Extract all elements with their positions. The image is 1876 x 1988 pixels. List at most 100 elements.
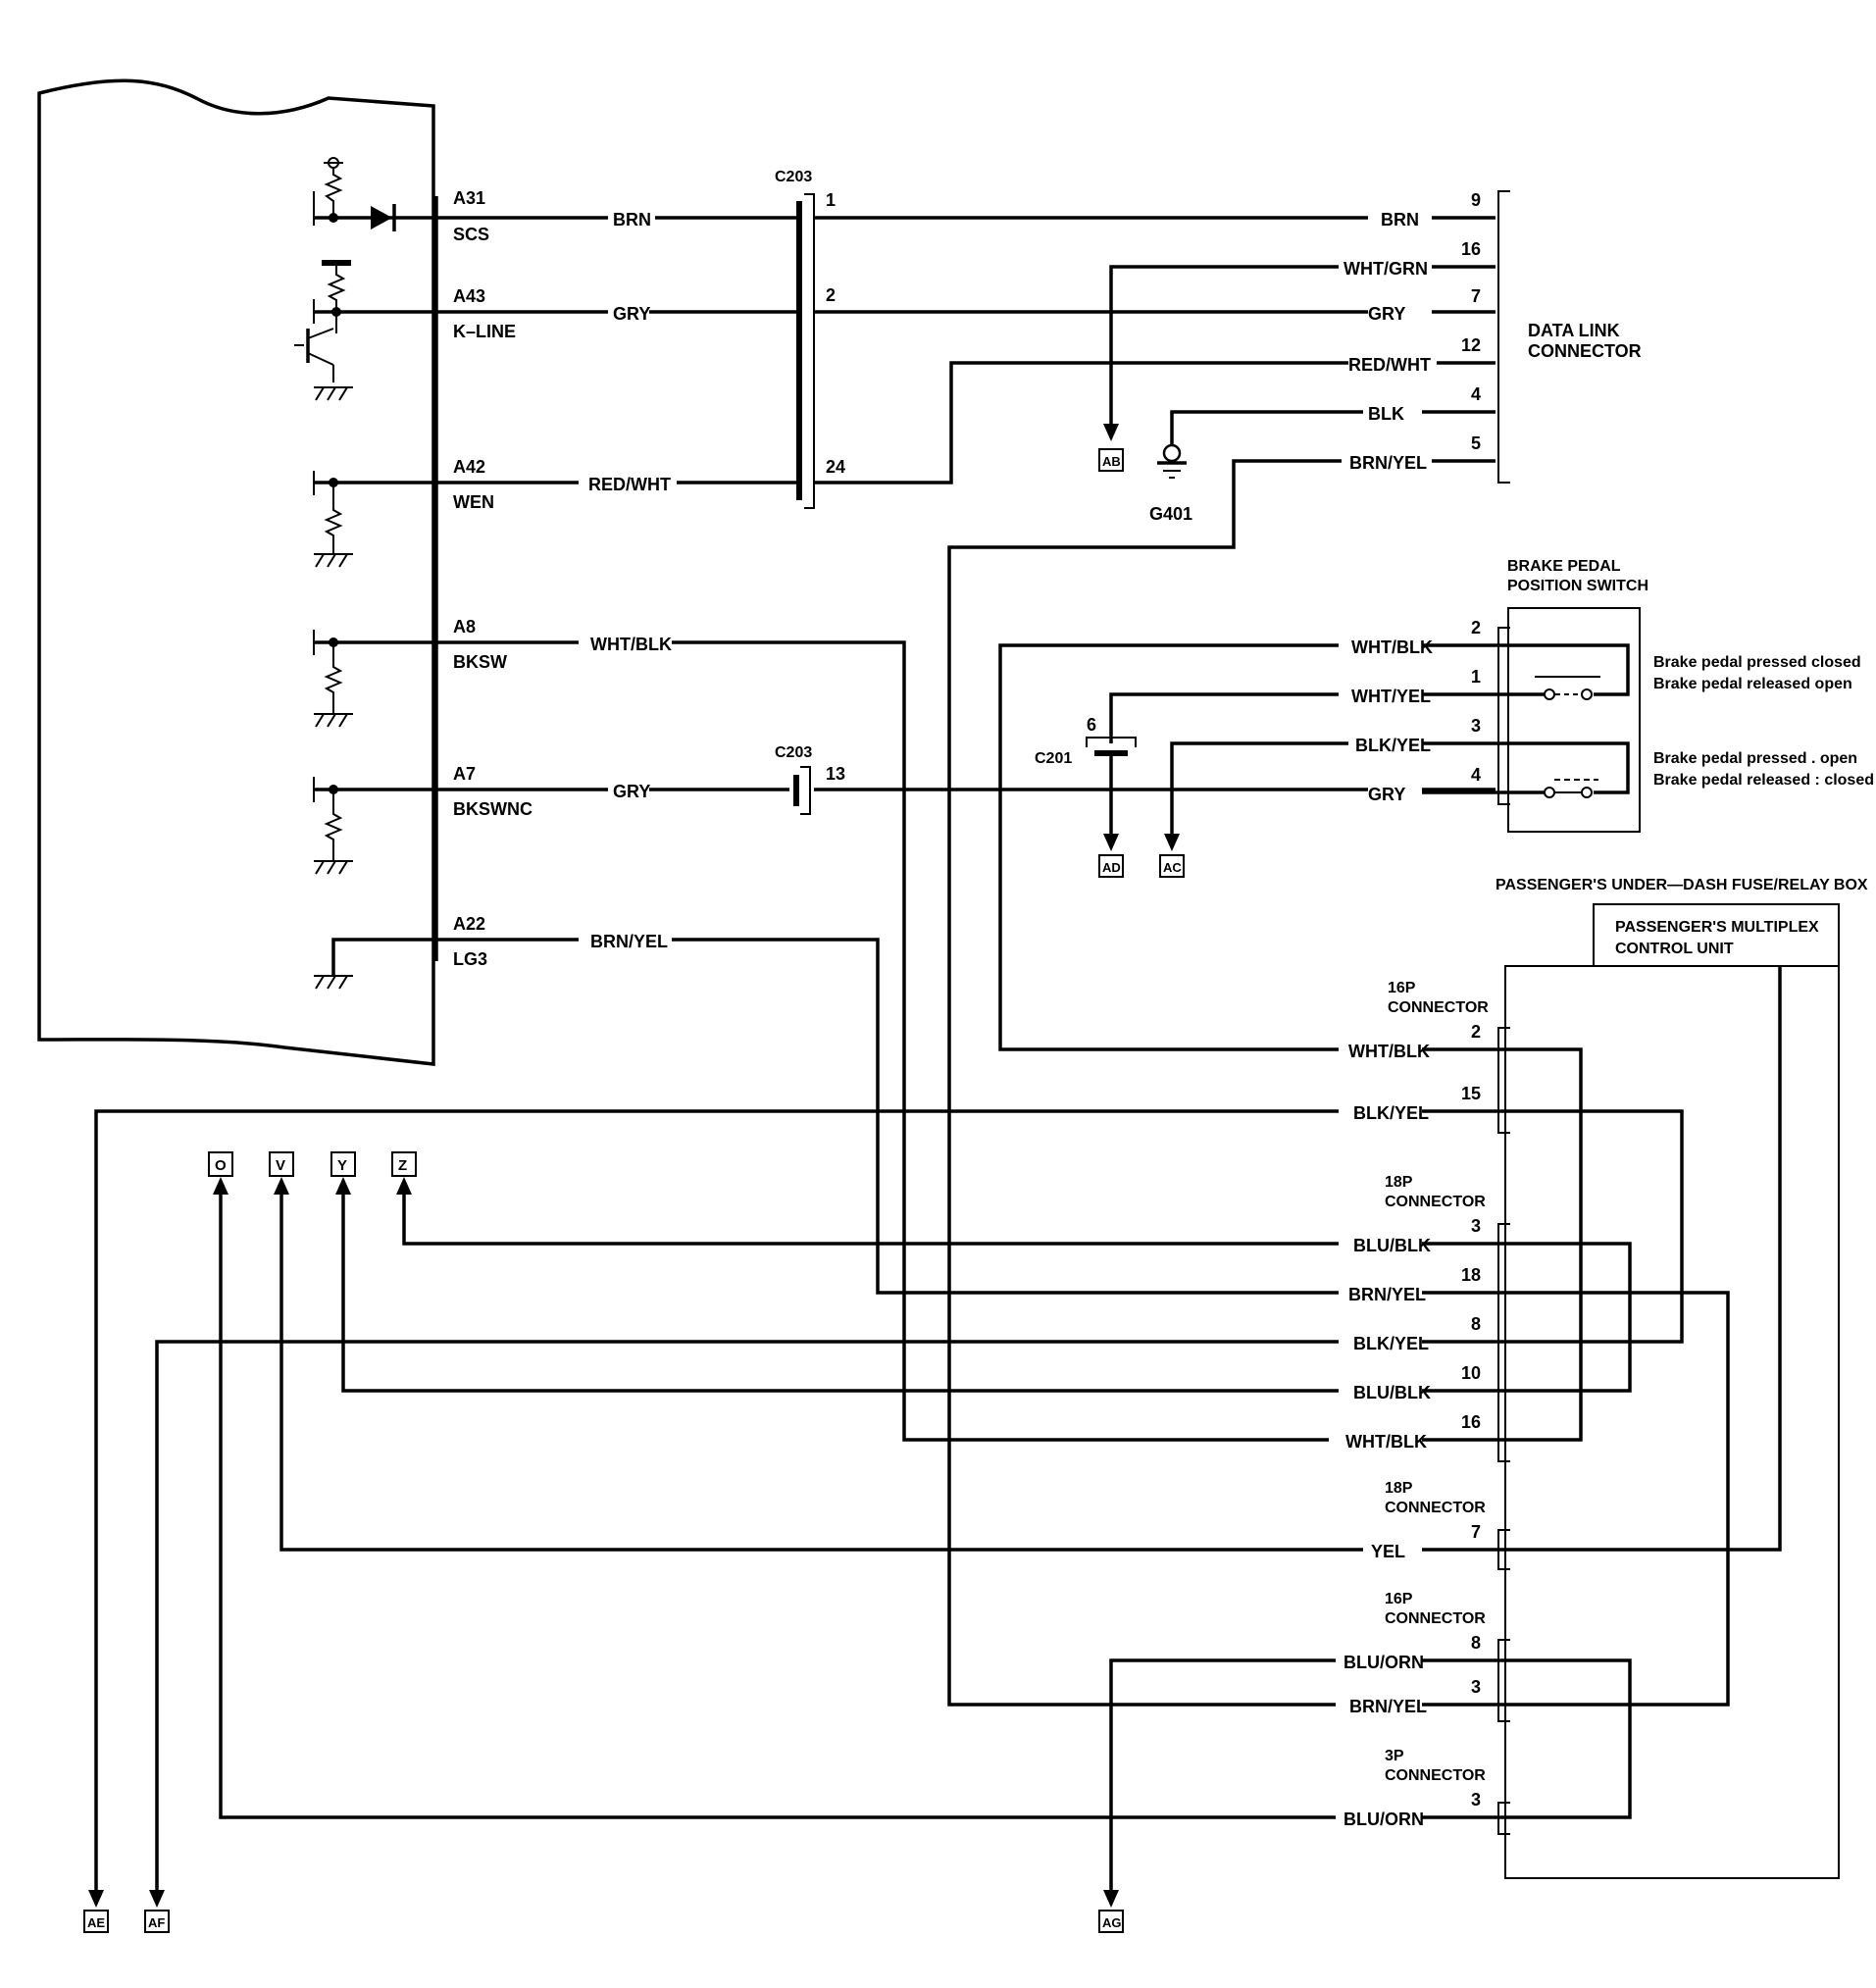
pin-number: 12 — [1461, 335, 1481, 355]
connector-c203-2: C203 13 — [775, 744, 845, 815]
pin-number: 24 — [826, 457, 845, 477]
pin-number: 1 — [1471, 667, 1481, 687]
ecm-pin-name: BKSWNC — [453, 799, 532, 819]
wire-color-label: WHT/BLK — [590, 635, 672, 654]
wire-color-label: BRN/YEL — [1349, 453, 1427, 473]
wire-color-label: BLK — [1368, 404, 1404, 424]
ref-box-o: O — [208, 1151, 233, 1177]
connector-id: C201 — [1035, 750, 1072, 767]
reference-boxes: AB AD AC O V Y Z AE AF AG — [83, 448, 1185, 1933]
pin-number: 18 — [1461, 1265, 1481, 1285]
pin-number: 6 — [1087, 715, 1096, 735]
svg-text:AD: AD — [1102, 860, 1121, 875]
pin-number: 2 — [826, 285, 836, 305]
connector-label: 18P — [1385, 1480, 1413, 1497]
wire-color-label: BLK/YEL — [1353, 1334, 1429, 1353]
ground-symbol — [314, 386, 353, 401]
wire-color-label: RED/WHT — [1348, 355, 1431, 375]
connector-label: CONNECTOR — [1385, 1767, 1486, 1784]
ecm-pin-name: SCS — [453, 225, 489, 244]
pin-number: 8 — [1471, 1314, 1481, 1334]
bpps-title: BRAKE PEDAL — [1507, 558, 1621, 575]
pin-number: 9 — [1471, 190, 1481, 210]
svg-text:Y: Y — [337, 1157, 347, 1174]
wire-color-label: BLK/YEL — [1355, 736, 1431, 755]
wire-color-label: BRN/YEL — [590, 932, 668, 951]
switch-note: Brake pedal released open — [1653, 676, 1852, 692]
ref-box-v: V — [269, 1151, 294, 1177]
wire-color-label: WHT/BLK — [1345, 1432, 1427, 1452]
fuse-box-title: PASSENGER'S UNDER—DASH FUSE/RELAY BOX — [1496, 877, 1868, 893]
pin-number: 16 — [1461, 1412, 1481, 1432]
wire-color-label: BRN/YEL — [1349, 1697, 1427, 1716]
ecm-pin: A31 — [453, 188, 485, 208]
svg-text:Z: Z — [398, 1157, 407, 1174]
connector-label: CONNECTOR — [1385, 1610, 1486, 1627]
wire-color-label: BRN — [1381, 210, 1419, 229]
bpps-title: POSITION SWITCH — [1507, 578, 1648, 594]
pin-number: 10 — [1461, 1363, 1481, 1383]
ecm-pin: A42 — [453, 457, 485, 477]
mcu-title: PASSENGER'S MULTIPLEX — [1615, 919, 1819, 936]
wire-color-label: BLU/ORN — [1344, 1653, 1424, 1672]
ref-box-ab: AB — [1098, 448, 1124, 472]
connector-id: C203 — [775, 169, 812, 185]
svg-text:AF: AF — [148, 1915, 165, 1930]
wire-color-label: GRY — [1368, 785, 1405, 804]
wire-color-label: GRY — [613, 782, 650, 801]
pin-number: 4 — [1471, 765, 1481, 785]
connector-label: 18P — [1385, 1174, 1413, 1191]
pin-number: 2 — [1471, 1022, 1481, 1042]
ground-label: G401 — [1149, 504, 1192, 524]
ground-symbol — [314, 860, 353, 875]
ref-box-ag: AG — [1098, 1910, 1124, 1933]
ref-box-y: Y — [330, 1151, 356, 1177]
pin-number: 5 — [1471, 433, 1481, 453]
pin-number: 3 — [1471, 1216, 1481, 1236]
mcu-connector-labels: 16P CONNECTOR WHT/BLK 2 BLK/YEL 15 18P C… — [1344, 980, 1489, 1829]
ref-box-af: AF — [144, 1910, 170, 1933]
connector-label: CONNECTOR — [1385, 1194, 1486, 1210]
wire-color-label: GRY — [613, 304, 650, 324]
ecm-internal-circuits — [294, 157, 436, 990]
pin-number: 15 — [1461, 1084, 1481, 1103]
connector-label: 16P — [1385, 1591, 1413, 1607]
svg-text:V: V — [276, 1157, 285, 1174]
ecm-pin-name: LG3 — [453, 949, 487, 969]
ecm-pin: A43 — [453, 286, 485, 306]
wire-color-label: BLU/BLK — [1353, 1383, 1431, 1402]
mcu-title: CONTROL UNIT — [1615, 941, 1734, 957]
pin-number: 3 — [1471, 1790, 1481, 1810]
svg-text:AC: AC — [1163, 860, 1182, 875]
svg-text:O: O — [215, 1157, 227, 1174]
wire-color-label: BRN/YEL — [1348, 1285, 1426, 1304]
ecm-wire-labels: BRN GRY RED/WHT WHT/BLK GRY BRN/YEL — [588, 210, 672, 951]
pin-number: 3 — [1471, 716, 1481, 736]
ecm-pin: A7 — [453, 764, 476, 784]
connector-c201: 6 C201 — [1035, 715, 1137, 767]
ecm-module — [37, 78, 438, 1066]
switch-note: Brake pedal released : closed — [1653, 772, 1874, 789]
wire-color-label: GRY — [1368, 304, 1405, 324]
ref-box-ae: AE — [83, 1910, 109, 1933]
connector-label: 16P — [1388, 980, 1416, 996]
dlc-title: DATA LINK — [1528, 321, 1620, 340]
data-link-connector: DATA LINK CONNECTOR BRN 9 WHT/GRN 16 GRY… — [1344, 190, 1642, 484]
ecm-pin-name: BKSW — [453, 652, 507, 672]
ref-box-z: Z — [391, 1151, 417, 1177]
ref-box-ad: AD — [1098, 854, 1124, 878]
connector-label: CONNECTOR — [1385, 1500, 1486, 1516]
ref-box-ac: AC — [1159, 854, 1185, 878]
wire-color-label: WHT/BLK — [1351, 637, 1433, 657]
ground-symbol — [314, 975, 353, 990]
wire-color-label: RED/WHT — [588, 475, 671, 494]
switch-note: Brake pedal pressed . open — [1653, 750, 1857, 767]
svg-text:AE: AE — [87, 1915, 105, 1930]
wire-color-label: BLK/YEL — [1353, 1103, 1429, 1123]
svg-text:AB: AB — [1102, 454, 1121, 469]
pin-number: 13 — [826, 764, 845, 784]
wire-color-label: BLU/BLK — [1353, 1236, 1431, 1255]
pin-number: 7 — [1471, 1522, 1481, 1542]
fuse-relay-box: PASSENGER'S UNDER—DASH FUSE/RELAY BOX PA… — [1496, 877, 1868, 1879]
